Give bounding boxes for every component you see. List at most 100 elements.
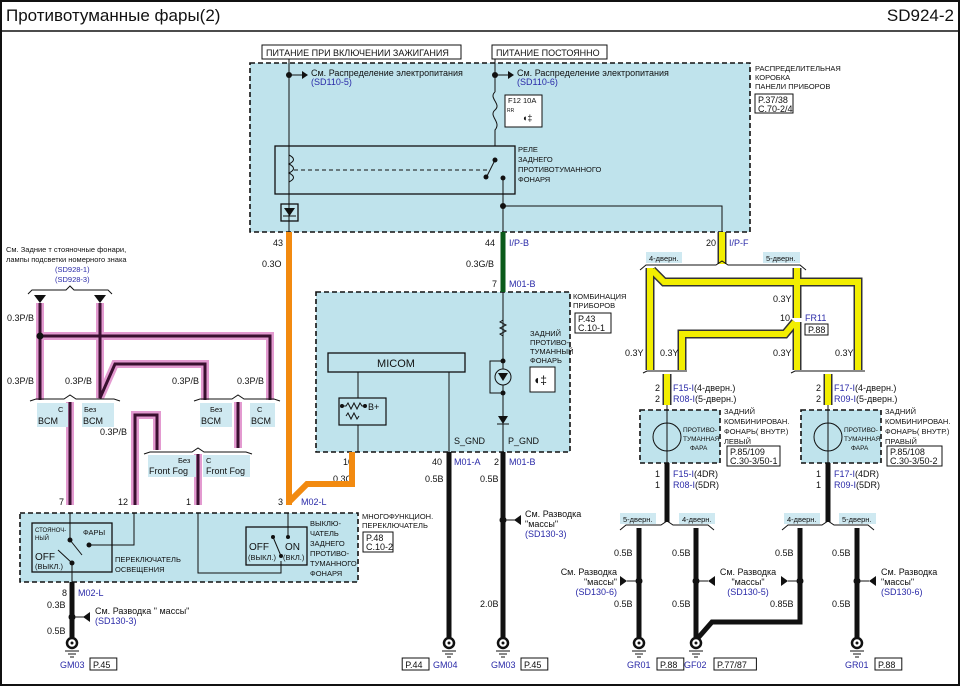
cluster-ref-2[interactable]: C.10-1 <box>578 323 605 333</box>
svg-text:ПЕРЕКЛЮЧАТЕЛЬ: ПЕРЕКЛЮЧАТЕЛЬ <box>115 555 181 564</box>
bplus-label: B+ <box>368 402 379 412</box>
ground-ref-box <box>401 657 430 671</box>
power-ref-1[interactable]: (SD110-5) <box>311 77 352 87</box>
pin-8: 8 <box>62 588 67 598</box>
pin-44: 44 <box>485 238 495 248</box>
wire-label: 0.3P/B <box>7 313 34 323</box>
svg-text:(ВЫКЛ.): (ВЫКЛ.) <box>248 553 277 562</box>
ground-ref-box <box>656 657 685 671</box>
conn-f15[interactable]: F15-I <box>673 383 694 393</box>
mfs-ref-1[interactable]: P.48 <box>366 533 383 543</box>
conn-m02l-8[interactable]: M02-L <box>78 588 104 598</box>
svg-text:OFF: OFF <box>249 542 269 553</box>
left-ref-sd928-3[interactable]: (SD928-3) <box>55 275 90 284</box>
pin: 3 <box>278 497 283 507</box>
conn-r09[interactable]: R09-I <box>834 394 856 404</box>
svg-text:ФОНАРЯ: ФОНАРЯ <box>518 175 550 184</box>
conn-fr11[interactable]: FR11 <box>805 313 826 323</box>
conn-r08[interactable]: R08-I <box>673 394 695 404</box>
ground-name[interactable]: GR01 <box>627 660 651 670</box>
junction-box-ref-2[interactable]: C.70-2/4 <box>758 104 793 114</box>
conn-m01b-top[interactable]: M01-B <box>509 279 536 289</box>
gnd-ref-sd130-3[interactable]: (SD130-3) <box>95 616 137 626</box>
svg-text:◖‡: ◖‡ <box>533 373 547 387</box>
junction-box-ref-1[interactable]: P.37/38 <box>758 95 788 105</box>
ground-ref[interactable]: P.44 <box>405 660 422 670</box>
svg-text:ON: ON <box>285 542 300 553</box>
gnd-ref-sd130-3[interactable]: (SD130-3) <box>525 529 567 539</box>
ground-name[interactable]: GF02 <box>684 660 707 670</box>
svg-text:ФОНАРЬ: ФОНАРЬ <box>530 356 562 365</box>
left-lamp-ref-1[interactable]: P.85/109 <box>730 447 765 457</box>
wire-label: 0.3Y <box>773 294 792 304</box>
svg-text:F17-I(4DR): F17-I(4DR) <box>834 469 879 479</box>
right-lamp-ref-2[interactable]: C.30-3/50-2 <box>890 456 938 466</box>
svg-text:"массы": "массы" <box>731 577 764 587</box>
svg-text:ЗАДНИЙ: ЗАДНИЙ <box>530 329 561 338</box>
svg-text:ФОНАРЬ( ВНУТР.): ФОНАРЬ( ВНУТР.) <box>724 427 789 436</box>
svg-text:1: 1 <box>655 469 660 479</box>
power-ref-2[interactable]: (SD110-6) <box>517 77 558 87</box>
rear-fog-switch-box[interactable] <box>245 526 308 566</box>
ground-name[interactable]: GM04 <box>433 660 458 670</box>
svg-text:0.5B: 0.5B <box>832 599 851 609</box>
svg-text:ЗАДНЕГО: ЗАДНЕГО <box>310 539 345 548</box>
ground-ref[interactable]: P.45 <box>524 660 541 670</box>
svg-text:(ВЫКЛ.): (ВЫКЛ.) <box>35 562 64 571</box>
ground-ref[interactable]: P.88 <box>878 660 895 670</box>
wire-2b: 2.0B <box>480 599 499 609</box>
svg-text:ТУМАННАЯ: ТУМАННАЯ <box>683 436 720 443</box>
mfs-ref-2[interactable]: C.10-2 <box>366 542 393 552</box>
ground-ref[interactable]: P.88 <box>660 660 677 670</box>
ground-ref[interactable]: P.45 <box>93 660 110 670</box>
conn-m01b[interactable]: M01-B <box>509 457 536 467</box>
left-ref-sd928-1[interactable]: (SD928-1) <box>55 265 90 274</box>
ground-ref-box <box>89 657 118 671</box>
power-const-label: ПИТАНИЕ ПОСТОЯННО <box>496 48 600 58</box>
svg-text:ВЫКЛЮ-: ВЫКЛЮ- <box>310 519 342 528</box>
wire-2: 0.5B <box>480 474 499 484</box>
relay-coil-icon <box>287 154 294 183</box>
svg-text:2: 2 <box>655 394 660 404</box>
option-front-fog: Front Fog <box>206 466 245 476</box>
svg-text:0.5B: 0.5B <box>672 599 691 609</box>
option-bcm: BCM <box>83 416 103 426</box>
right-lamp-ref-1[interactable]: P.85/108 <box>890 447 925 457</box>
conn-m02l[interactable]: M02-L <box>301 497 327 507</box>
svg-text:R09-I(5DR): R09-I(5DR) <box>834 480 880 490</box>
conn-m01a[interactable]: M01-A <box>454 457 481 467</box>
option-without-bcm: Без <box>210 405 223 414</box>
svg-text:R08-I(5-дверн.): R08-I(5-дверн.) <box>673 394 736 404</box>
svg-text:См. Разводка: См. Разводка <box>561 567 617 577</box>
ground-gr01: GR01 P.88 <box>627 636 685 671</box>
svg-text:ПРОТИВО-: ПРОТИВО- <box>844 427 878 434</box>
gnd-ref-sd130-5[interactable]: (SD130-5) <box>727 587 769 597</box>
ground-name[interactable]: GM03 <box>491 660 516 670</box>
conn-ipb[interactable]: I/P-B <box>509 238 529 248</box>
conn-ipf[interactable]: I/P-F <box>729 238 749 248</box>
gnd-ref-sd130-6[interactable]: (SD130-6) <box>575 587 617 597</box>
svg-text:F15-I(4DR): F15-I(4DR) <box>673 469 718 479</box>
left-lamp-ref-2[interactable]: C.30-3/50-1 <box>730 456 778 466</box>
ground-ref-box <box>874 657 903 671</box>
svg-text:ЧАТЕЛЬ: ЧАТЕЛЬ <box>310 529 339 538</box>
wire-label: 0.3Y <box>660 348 679 358</box>
gnd-ref-sd130-6[interactable]: (SD130-6) <box>881 587 923 597</box>
power-ign-label: ПИТАНИЕ ПРИ ВКЛЮЧЕНИИ ЗАЖИГАНИЯ <box>266 48 449 58</box>
conn-f17[interactable]: F17-I <box>834 383 855 393</box>
left-ref-note: См. Задние т стояночные фонари,лампы под… <box>6 245 127 264</box>
wire-40: 0.5B <box>425 474 444 484</box>
wire-orange-10 <box>286 452 355 505</box>
ground-ref[interactable]: P.77/87 <box>717 660 747 670</box>
ground-name[interactable]: GR01 <box>845 660 869 670</box>
fr11-ref[interactable]: P.88 <box>808 325 825 335</box>
ground-name[interactable]: GM03 <box>60 660 85 670</box>
fuse-icon <box>492 91 498 146</box>
cluster-ref-1[interactable]: P.43 <box>578 314 595 324</box>
